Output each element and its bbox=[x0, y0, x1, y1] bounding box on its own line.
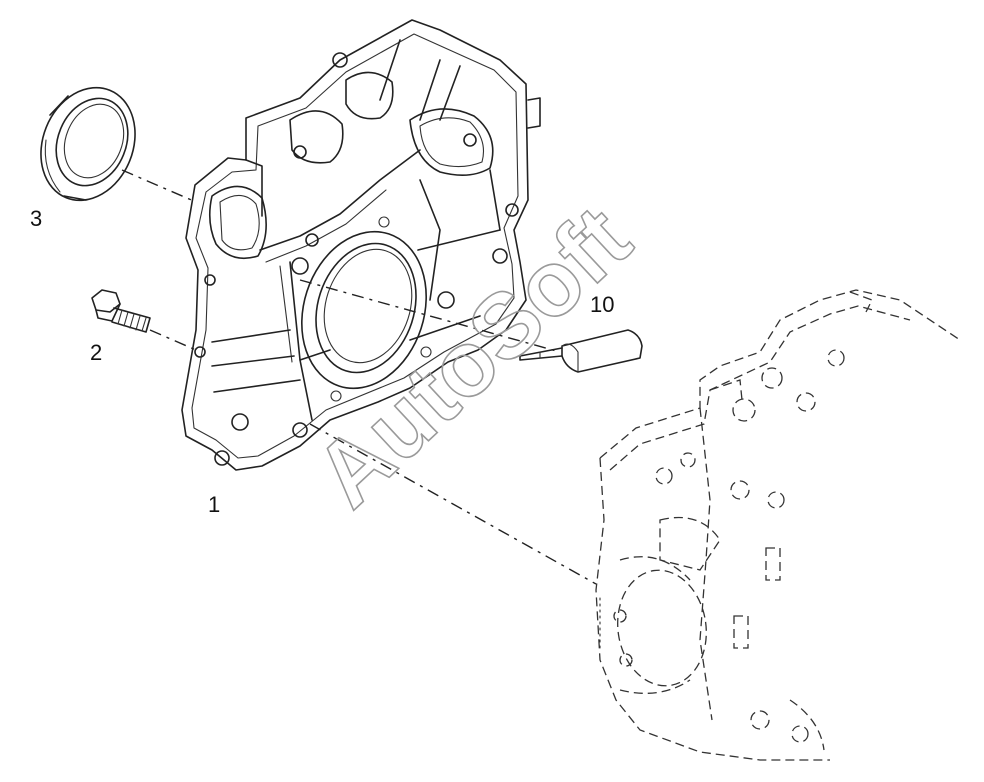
sealant-tube bbox=[519, 329, 643, 373]
timing-gear-cover bbox=[181, 19, 541, 471]
engine-block bbox=[595, 289, 961, 761]
callout-cover: 1 bbox=[208, 492, 220, 517]
oil-seal bbox=[40, 86, 136, 202]
flange-bolt bbox=[91, 289, 151, 333]
callout-gasket: 10 bbox=[590, 292, 614, 317]
callout-seal: 3 bbox=[30, 206, 42, 231]
callout-bolt: 2 bbox=[90, 340, 102, 365]
assembly-axis-lines bbox=[121, 169, 597, 585]
